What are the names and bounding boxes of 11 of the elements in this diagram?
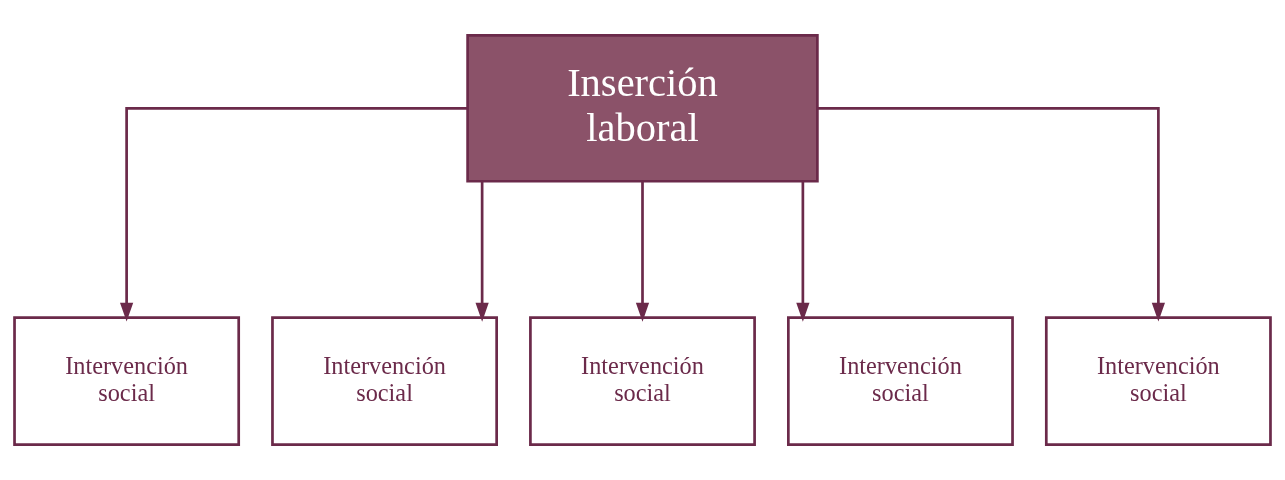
arrow [475, 181, 489, 322]
arrow [120, 107, 468, 322]
arrow [635, 181, 650, 322]
node-box: Intervención social [787, 316, 1014, 446]
node-box: Intervención social [271, 316, 498, 446]
node-box: Inserción laboral [466, 34, 819, 183]
node-box: Intervención social [13, 316, 241, 446]
node-box: Intervención social [529, 316, 756, 446]
arrow [817, 107, 1165, 322]
arrow [796, 181, 810, 322]
node-box: Intervención social [1044, 316, 1272, 446]
